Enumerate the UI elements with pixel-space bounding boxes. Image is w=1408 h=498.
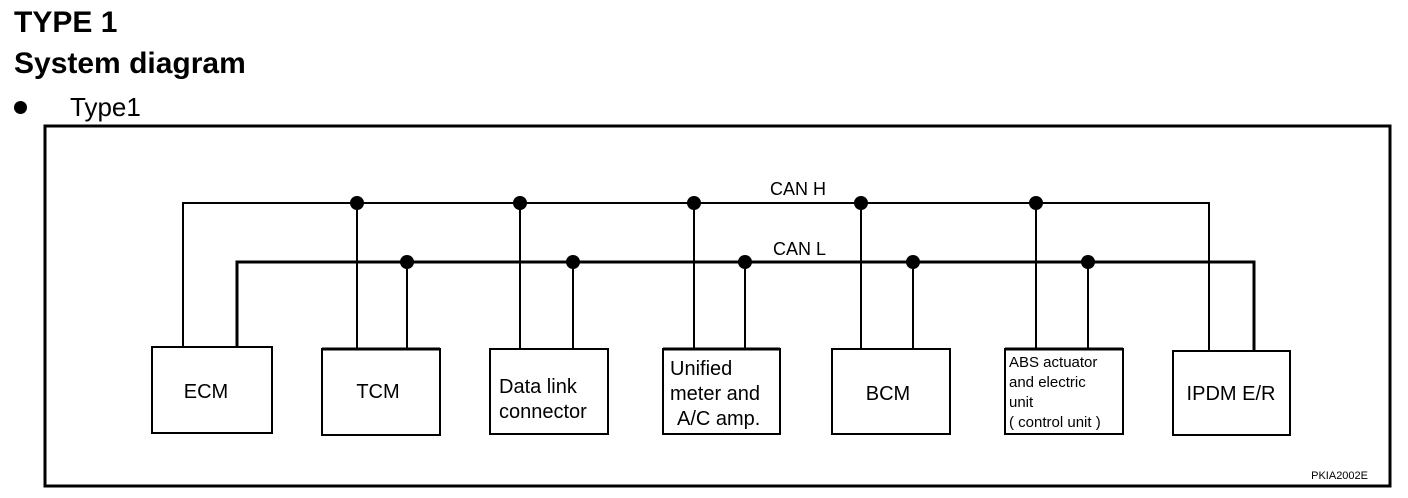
node-data-link-connector: Data link connector (489, 348, 609, 435)
bullet-item: Type1 (14, 92, 141, 122)
node-ipdm: IPDM E/R (1172, 350, 1291, 436)
bullet-dot-icon (14, 100, 27, 114)
junction-dot-icon (566, 255, 580, 269)
section-title: System diagram (14, 47, 246, 80)
type-title: TYPE 1 (14, 6, 118, 39)
node-bcm-label: BCM (866, 383, 910, 405)
node-abs-label-line1: ABS actuator (1009, 354, 1097, 371)
node-data-link-label-line1: Data link (499, 376, 578, 398)
node-ecm-label: ECM (184, 381, 228, 403)
can-high-bus (182, 202, 1210, 351)
node-tcm: TCM (321, 347, 441, 436)
junction-dot-icon (400, 255, 414, 269)
node-unified-meter-label-line3: A/C amp. (677, 408, 760, 430)
can-low-label: CAN L (773, 239, 826, 259)
bullet-item-label: Type1 (70, 92, 141, 122)
node-unified-meter: Unified meter and A/C amp. (662, 347, 781, 435)
diagram-frame (43, 124, 1392, 488)
node-tcm-label: TCM (356, 381, 399, 403)
node-abs-label-line4: ( control unit ) (1009, 414, 1101, 431)
junction-dot-icon (738, 255, 752, 269)
can-low-bus (235, 260, 1256, 351)
node-bcm: BCM (831, 348, 951, 435)
node-ecm: ECM (151, 346, 273, 434)
node-ipdm-label: IPDM E/R (1187, 383, 1276, 405)
junction-dot-icon (350, 196, 364, 210)
junction-dot-icon (854, 196, 868, 210)
junction-dot-icon (513, 196, 527, 210)
junction-dot-icon (1081, 255, 1095, 269)
junction-dot-icon (906, 255, 920, 269)
node-unified-meter-label-line2: meter and (670, 383, 760, 405)
junction-dot-icon (687, 196, 701, 210)
junction-dot-icon (1029, 196, 1043, 210)
figure-code: PKIA2002E (1311, 470, 1368, 482)
junction-dots (350, 196, 1095, 269)
can-high-label: CAN H (770, 179, 826, 199)
can-high-line (182, 202, 1210, 351)
node-unified-meter-label-line1: Unified (670, 358, 732, 380)
node-abs-label-line2: and electric (1009, 374, 1086, 391)
node-abs-actuator: ABS actuator and electric unit ( control… (1004, 347, 1124, 435)
node-data-link-label-line2: connector (499, 401, 587, 423)
node-abs-label-line3: unit (1009, 394, 1034, 411)
